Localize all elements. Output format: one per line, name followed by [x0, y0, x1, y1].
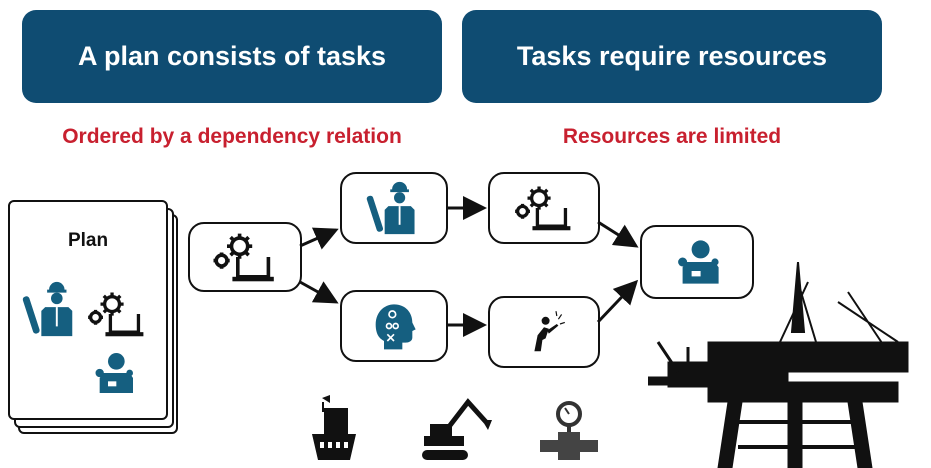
arrow-start-to-engineer [299, 227, 339, 250]
task-design [340, 290, 448, 362]
excavator-icon [422, 398, 492, 460]
arrow-welding-to-final [596, 279, 639, 324]
task-welding [488, 296, 600, 368]
header-plan-consists-of-tasks: A plan consists of tasks [22, 10, 442, 103]
subtitle-resources-limited: Resources are limited [562, 125, 782, 148]
ship-icon [312, 395, 356, 460]
valve-gauge-icon [540, 401, 598, 460]
subtitle-dependency-relation: Ordered by a dependency relation [62, 125, 402, 148]
task-final [640, 225, 754, 299]
plan-title: Plan [67, 230, 109, 251]
oil-rig-icon [648, 262, 909, 468]
task-computing [488, 172, 600, 244]
task-start [188, 222, 302, 292]
arrow-start-to-design [299, 280, 339, 304]
arrow-computing-to-final [597, 220, 639, 248]
header-tasks-require-resources: Tasks require resources [462, 10, 882, 103]
plan-document: Plan [8, 200, 168, 420]
